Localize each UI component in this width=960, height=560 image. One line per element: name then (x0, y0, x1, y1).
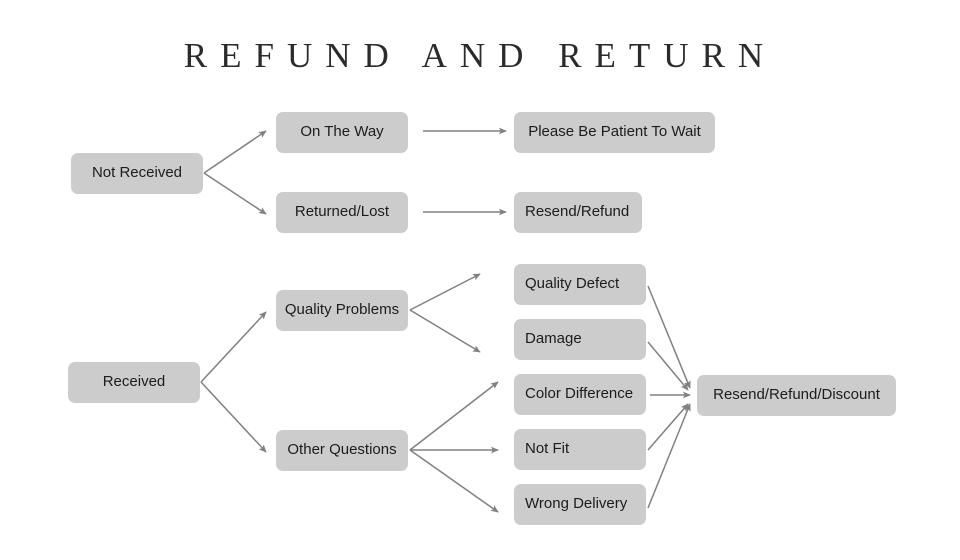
node-label: Please Be Patient To Wait (528, 123, 701, 141)
node-label: Received (102, 373, 166, 391)
node-resend-refund-discount[interactable]: Resend/Refund/Discount (697, 375, 896, 416)
edge-not-fit-to-resend-refund-discount (647, 403, 689, 451)
node-returned-lost[interactable]: Returned/Lost (276, 192, 408, 233)
node-not-fit[interactable]: Not Fit (514, 429, 646, 470)
node-label: Resend/Refund/Discount (713, 386, 880, 404)
edge-quality-defect-to-resend-refund-discount (647, 285, 691, 389)
edge-wrong-delivery-to-resend-refund-discount (647, 403, 691, 509)
node-label: Returned/Lost (294, 203, 390, 221)
node-label: Quality Problems (284, 301, 400, 319)
edge-other-questions-to-wrong-delivery (409, 449, 499, 513)
node-other-questions[interactable]: Other Questions (276, 430, 408, 471)
edge-received-to-quality-problems (200, 311, 267, 383)
node-label: Quality Defect (525, 275, 620, 293)
node-label: Other Questions (287, 441, 397, 459)
edge-received-to-other-questions (200, 381, 267, 453)
node-please-be-patient[interactable]: Please Be Patient To Wait (514, 112, 715, 153)
node-wrong-delivery[interactable]: Wrong Delivery (514, 484, 646, 525)
edge-quality-problems-to-quality-defect (409, 273, 481, 311)
node-not-received[interactable]: Not Received (71, 153, 203, 194)
edge-quality-problems-to-damage (409, 309, 481, 353)
edge-not-received-to-on-the-way (203, 130, 267, 174)
edge-other-questions-to-color-difference (409, 381, 499, 451)
edge-damage-to-resend-refund-discount (647, 341, 689, 391)
node-damage[interactable]: Damage (514, 319, 646, 360)
node-label: Not Fit (525, 440, 570, 458)
node-color-difference[interactable]: Color Difference (514, 374, 646, 415)
node-quality-problems[interactable]: Quality Problems (276, 290, 408, 331)
node-resend-refund[interactable]: Resend/Refund (514, 192, 642, 233)
node-received[interactable]: Received (68, 362, 200, 403)
node-label: Damage (525, 330, 582, 348)
edge-not-received-to-returned-lost (203, 172, 267, 215)
node-label: On The Way (300, 123, 384, 141)
page-title: REFUND AND RETURN (183, 36, 777, 75)
node-quality-defect[interactable]: Quality Defect (514, 264, 646, 305)
node-label: Resend/Refund (525, 203, 630, 221)
node-label: Color Difference (525, 385, 634, 403)
node-label: Wrong Delivery (525, 495, 628, 513)
node-label: Not Received (91, 164, 183, 182)
node-on-the-way[interactable]: On The Way (276, 112, 408, 153)
